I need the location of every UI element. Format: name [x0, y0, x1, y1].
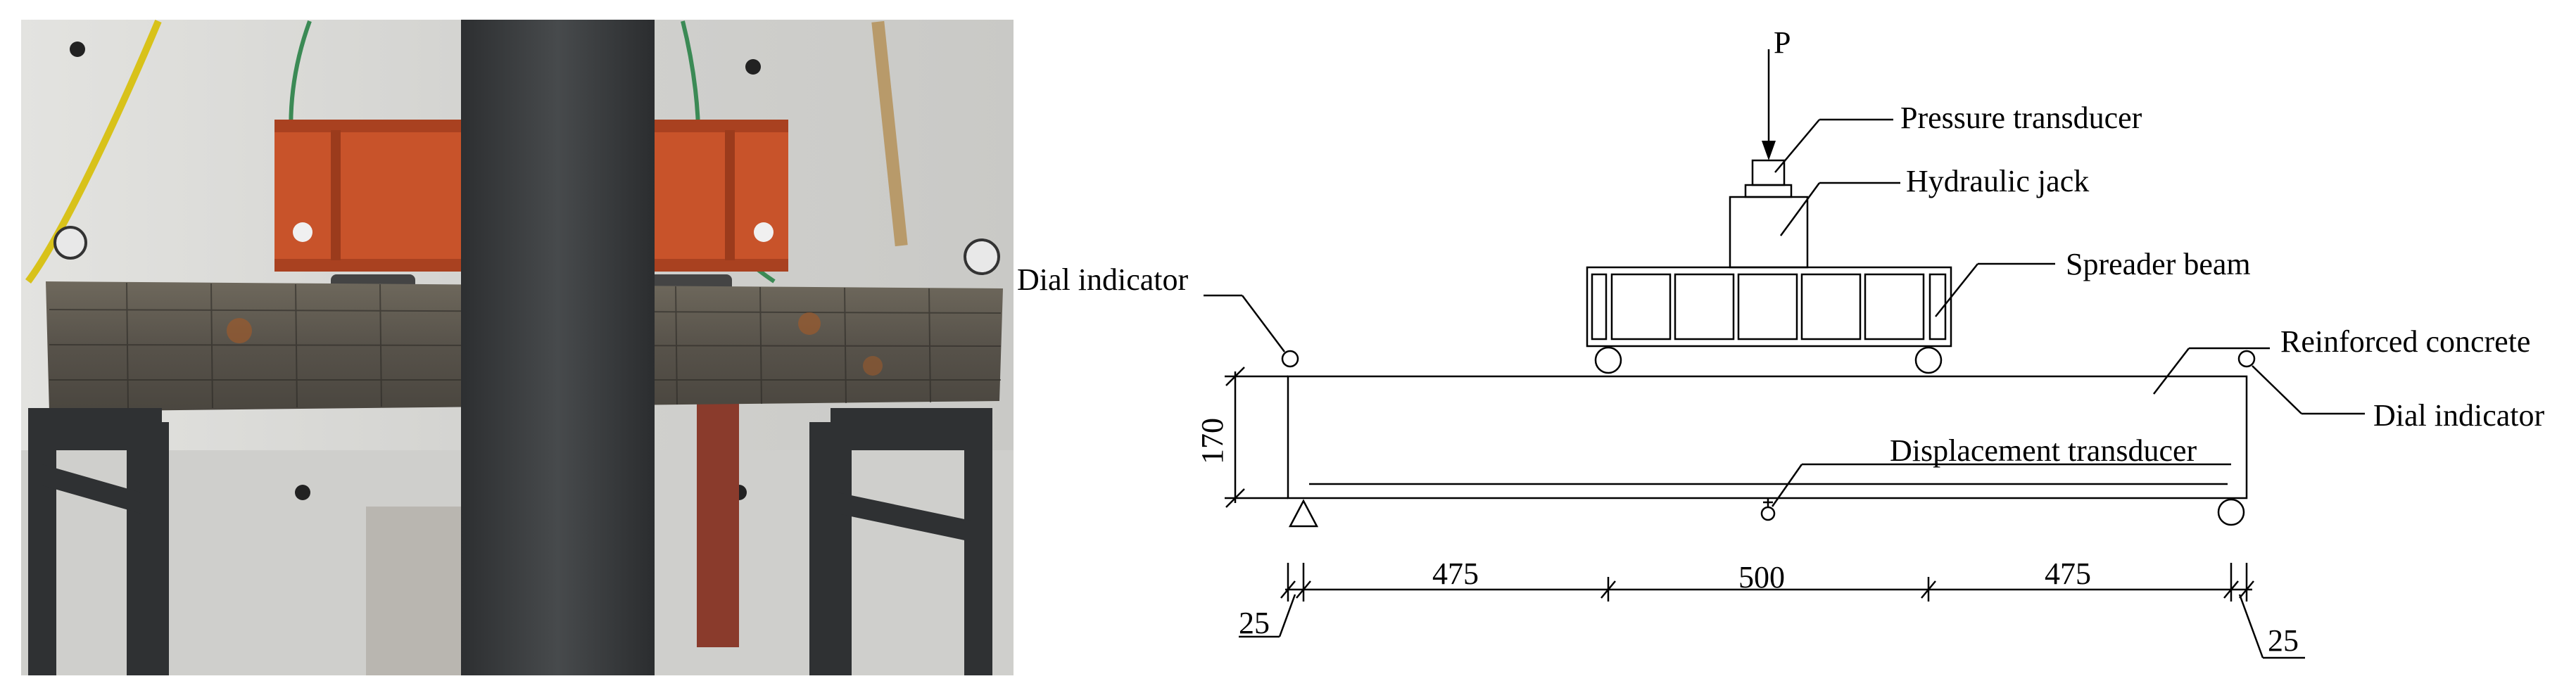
pressure-transducer — [1751, 159, 1786, 186]
steel-column — [461, 20, 655, 675]
height-dimension: 170 — [1195, 418, 1230, 464]
dim-left-overhang-leader — [1278, 594, 1296, 637]
support-frame-right — [809, 408, 992, 675]
support-block — [366, 507, 472, 675]
wooden-pole — [871, 20, 908, 247]
reinforced-concrete-leader — [2153, 348, 2190, 395]
reinforced-concrete-label: Reinforced concrete — [2280, 324, 2530, 359]
dial-indicator-left-label: Dial indicator — [1017, 262, 1188, 297]
dim-pure-bending-span: 500 — [1738, 560, 1785, 594]
loading-roller-left — [1594, 346, 1622, 374]
test-photo — [21, 20, 1014, 675]
dim-right-overhang: 25 — [2268, 623, 2299, 658]
hydraulic-jack-label: Hydraulic jack — [1906, 164, 2089, 198]
rust-stain — [798, 312, 821, 335]
wall-hole — [70, 42, 85, 57]
load-arrowhead — [1762, 141, 1776, 160]
rust-stain — [227, 318, 252, 343]
spreader-beam-label: Spreader beam — [2066, 247, 2251, 281]
rust-stain — [863, 356, 883, 376]
displacement-transducer-leader — [1771, 464, 1803, 507]
hydraulic-jack-body — [1729, 196, 1809, 269]
dim-left-shear-span: 475 — [1432, 556, 1479, 591]
dial-gauge-left — [53, 226, 87, 260]
spreader-hole — [293, 222, 312, 242]
roller-support — [2217, 498, 2245, 526]
support-frame-left — [28, 408, 169, 675]
height-dim-tick — [1225, 367, 1245, 386]
test-setup-diagram: P Pressure transducer Hydraulic jack Spr… — [1017, 25, 2544, 659]
spreader-beam-leader — [1935, 263, 1978, 317]
displacement-transducer-label: Displacement transducer — [1890, 433, 2197, 468]
dial-gauge-right — [964, 238, 1000, 275]
spreader-beam-cells — [1591, 273, 1947, 341]
pressure-transducer-label: Pressure transducer — [1900, 101, 2142, 135]
dial-indicator-right — [2237, 350, 2256, 368]
dim-right-shear-span: 475 — [2045, 556, 2091, 591]
red-post — [697, 394, 739, 647]
load-label: P — [1774, 25, 1791, 60]
spreader-stiffener — [725, 130, 735, 260]
displacement-transducer — [1760, 506, 1776, 521]
dial-indicator-left-leader — [1242, 295, 1285, 352]
spreader-stiffener — [331, 130, 341, 260]
dim-right-overhang-leader — [2238, 594, 2264, 658]
dial-indicator-right-label: Dial indicator — [2373, 398, 2544, 433]
wall-hole — [745, 59, 761, 75]
loading-roller-right — [1914, 346, 1943, 374]
dial-indicator-right-leader — [2252, 365, 2302, 414]
hydraulic-jack-cap — [1744, 184, 1793, 198]
spreader-hole — [754, 222, 774, 242]
spreader-beam — [1586, 266, 1952, 348]
hydraulic-jack-leader — [1779, 182, 1821, 236]
pin-support — [1288, 499, 1319, 528]
dim-left-overhang: 25 — [1239, 606, 1270, 640]
dial-indicator-left — [1281, 350, 1299, 368]
span-dim-ticks — [1280, 563, 2254, 602]
wall-hole — [295, 485, 310, 500]
pressure-transducer-leader — [1774, 119, 1820, 173]
height-dim-tick — [1225, 488, 1245, 508]
yellow-hose — [25, 20, 162, 284]
